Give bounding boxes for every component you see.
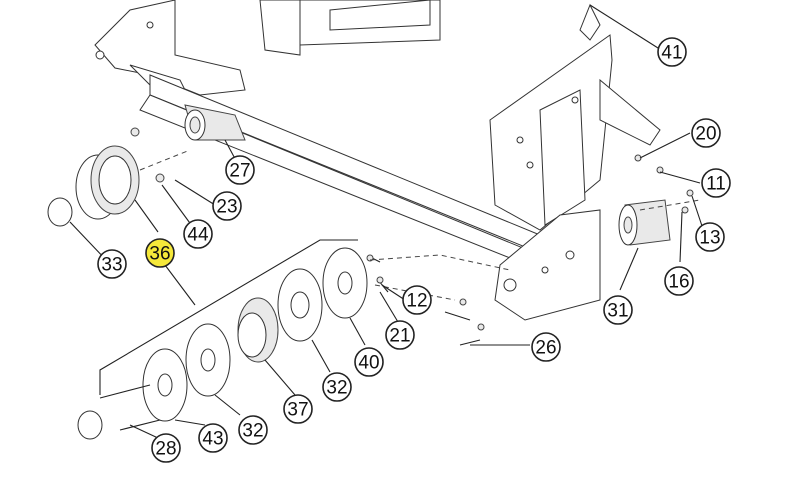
callout-27: 27	[225, 155, 255, 185]
callout-label: 20	[695, 124, 716, 145]
callout-label: 32	[326, 378, 347, 399]
callout-37: 37	[283, 394, 313, 424]
callout-bubble	[151, 433, 181, 463]
pulley-lower	[77, 247, 368, 440]
callout-label: 44	[187, 225, 209, 246]
callout-bubble	[238, 415, 268, 445]
callout-label: 37	[287, 400, 308, 421]
callout-44: 44	[183, 219, 213, 249]
callout-21: 21	[385, 320, 415, 350]
callout-28: 28	[151, 433, 181, 463]
callout-label: 11	[706, 174, 726, 195]
callout-label: 32	[242, 421, 263, 442]
callout-bubble	[198, 423, 228, 453]
callout-20: 20	[691, 118, 721, 148]
callout-bubble	[145, 238, 175, 268]
callout-40: 40	[354, 347, 384, 377]
callout-bubble	[283, 394, 313, 424]
callout-bubble	[664, 266, 694, 296]
callout-16: 16	[664, 266, 694, 296]
callout-32a: 32	[322, 372, 352, 402]
callout-33: 33	[97, 249, 127, 279]
callout-36: 36	[145, 238, 175, 268]
callout-label: 31	[607, 301, 628, 322]
pulley-upper	[47, 127, 165, 227]
callout-label: 27	[229, 161, 250, 182]
callout-label: 16	[668, 272, 689, 293]
callout-bubble	[701, 168, 731, 198]
callout-bubble	[695, 222, 725, 252]
callout-label: 13	[699, 228, 720, 249]
callout-label: 23	[216, 197, 237, 218]
callout-layer: 41 20 27 11 23 44 13 36 33 16 12 21 31 40 26 32 37 32 43 28	[97, 37, 731, 463]
callout-bubble	[322, 372, 352, 402]
callout-bubble	[691, 118, 721, 148]
motor-31	[618, 199, 671, 246]
callout-label: 21	[389, 326, 410, 347]
callout-bubble	[354, 347, 384, 377]
callout-bubble	[183, 219, 213, 249]
callout-bubble	[402, 285, 432, 315]
fasteners	[366, 154, 694, 346]
callout-label: 26	[535, 338, 556, 359]
callout-label: 40	[358, 353, 379, 374]
callout-label: 28	[155, 439, 176, 460]
callout-bubble	[97, 249, 127, 279]
callout-43: 43	[198, 423, 228, 453]
callout-12: 12	[402, 285, 432, 315]
callout-11: 11	[701, 168, 731, 198]
callout-bubble	[531, 332, 561, 362]
callout-bubble	[225, 155, 255, 185]
callout-31: 31	[603, 295, 633, 325]
callout-label: 36	[149, 244, 170, 265]
callout-32b: 32	[238, 415, 268, 445]
callout-13: 13	[695, 222, 725, 252]
callout-label: 41	[661, 43, 682, 64]
callout-41: 41	[657, 37, 687, 67]
callout-bubble	[212, 191, 242, 221]
motor-27	[184, 104, 246, 141]
callout-label: 43	[202, 429, 223, 450]
callout-bubble	[385, 320, 415, 350]
leader-lines	[69, 4, 706, 439]
callout-label: 33	[101, 255, 122, 276]
callout-bubble	[657, 37, 687, 67]
callout-23: 23	[212, 191, 242, 221]
frame-structure	[94, 0, 661, 321]
callout-bubble	[603, 295, 633, 325]
callout-26: 26	[531, 332, 561, 362]
callout-label: 12	[406, 291, 427, 312]
